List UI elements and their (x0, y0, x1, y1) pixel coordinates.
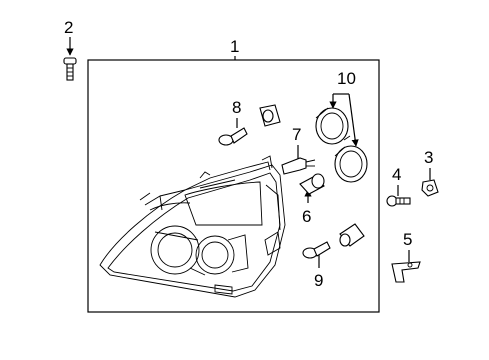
callout-7: 7 (281, 125, 316, 175)
capsule-bulb-icon (339, 223, 365, 247)
bulb-6-icon (299, 173, 325, 195)
callout-8-label: 8 (232, 98, 241, 117)
callout-1-label: 1 (230, 37, 239, 56)
callout-3-label: 3 (424, 148, 433, 167)
small-bulb-icon (218, 127, 248, 146)
callout-2-label: 2 (64, 18, 73, 37)
callout-8: 8 (218, 98, 248, 146)
callout-2: 2 (63, 18, 77, 81)
bulb-socket-icon (281, 157, 316, 175)
seal-ring-lower-icon (334, 145, 368, 183)
seal-ring-upper-icon (315, 107, 351, 145)
callout-6: 6 (299, 173, 325, 226)
bolt-icon (63, 57, 77, 81)
callout-9: 9 (302, 241, 331, 290)
callout-10-label: 10 (337, 69, 356, 88)
assembly-frame (87, 59, 380, 313)
callout-3: 3 (421, 148, 439, 197)
callout-5: 5 (391, 230, 421, 283)
callout-4: 4 (386, 165, 411, 207)
clip-nut-icon (421, 179, 439, 197)
screw-icon (386, 195, 411, 207)
callout-1: 1 (230, 37, 239, 60)
callout-5-label: 5 (403, 230, 412, 249)
bracket-icon (391, 261, 421, 283)
callout-7-label: 7 (292, 125, 301, 144)
bulb-9-icon (302, 241, 331, 259)
callout-6-label: 6 (302, 207, 311, 226)
socket-cap-icon (259, 104, 281, 127)
callout-10: 10 (315, 69, 368, 183)
callout-4-label: 4 (392, 165, 401, 184)
headlamp-housing (99, 155, 286, 298)
callout-9-label: 9 (314, 271, 323, 290)
